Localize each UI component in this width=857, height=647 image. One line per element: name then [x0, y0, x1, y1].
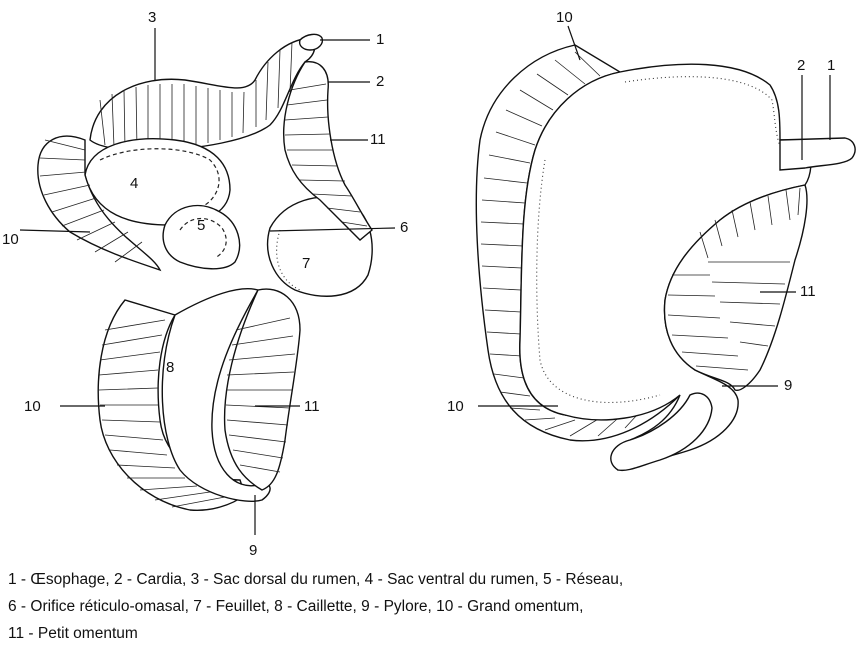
left-label-7: 7 — [302, 255, 310, 272]
stomach-diagram: 1 2 3 4 5 6 7 8 9 10 10 11 11 — [0, 0, 857, 560]
right-label-11: 11 — [800, 283, 816, 300]
right-label-10-bottom: 10 — [447, 398, 464, 415]
left-label-1: 1 — [376, 31, 384, 48]
reticulum — [163, 206, 239, 269]
left-label-6: 6 — [400, 219, 408, 236]
figure-legend: 1 - Œsophage, 2 - Cardia, 3 - Sac dorsal… — [8, 566, 848, 647]
left-label-9: 9 — [249, 542, 257, 559]
right-label-10-top: 10 — [556, 9, 573, 26]
left-label-3: 3 — [148, 9, 156, 26]
right-label-2: 2 — [797, 57, 805, 74]
left-label-11-bottom: 11 — [304, 398, 320, 415]
right-stomach-drawing: 1 2 9 10 10 11 — [447, 9, 855, 470]
right-label-1: 1 — [827, 57, 835, 74]
left-stomach-drawing: 1 2 3 4 5 6 7 8 9 10 10 11 11 — [2, 9, 408, 559]
oesophagus-left — [300, 34, 323, 50]
legend-line-3: 11 - Petit omentum — [8, 620, 848, 647]
left-label-8: 8 — [166, 359, 174, 376]
legend-line-2: 6 - Orifice réticulo-omasal, 7 - Feuille… — [8, 593, 848, 620]
legend-line-1: 1 - Œsophage, 2 - Cardia, 3 - Sac dorsal… — [8, 566, 848, 593]
left-label-10-top: 10 — [2, 231, 19, 248]
oesophagus-right — [780, 138, 855, 170]
left-label-11-top: 11 — [370, 131, 386, 148]
left-label-5: 5 — [197, 217, 205, 234]
left-label-2: 2 — [376, 73, 384, 90]
left-label-4: 4 — [130, 175, 138, 192]
left-label-10-bottom: 10 — [24, 398, 41, 415]
right-label-9: 9 — [784, 377, 792, 394]
